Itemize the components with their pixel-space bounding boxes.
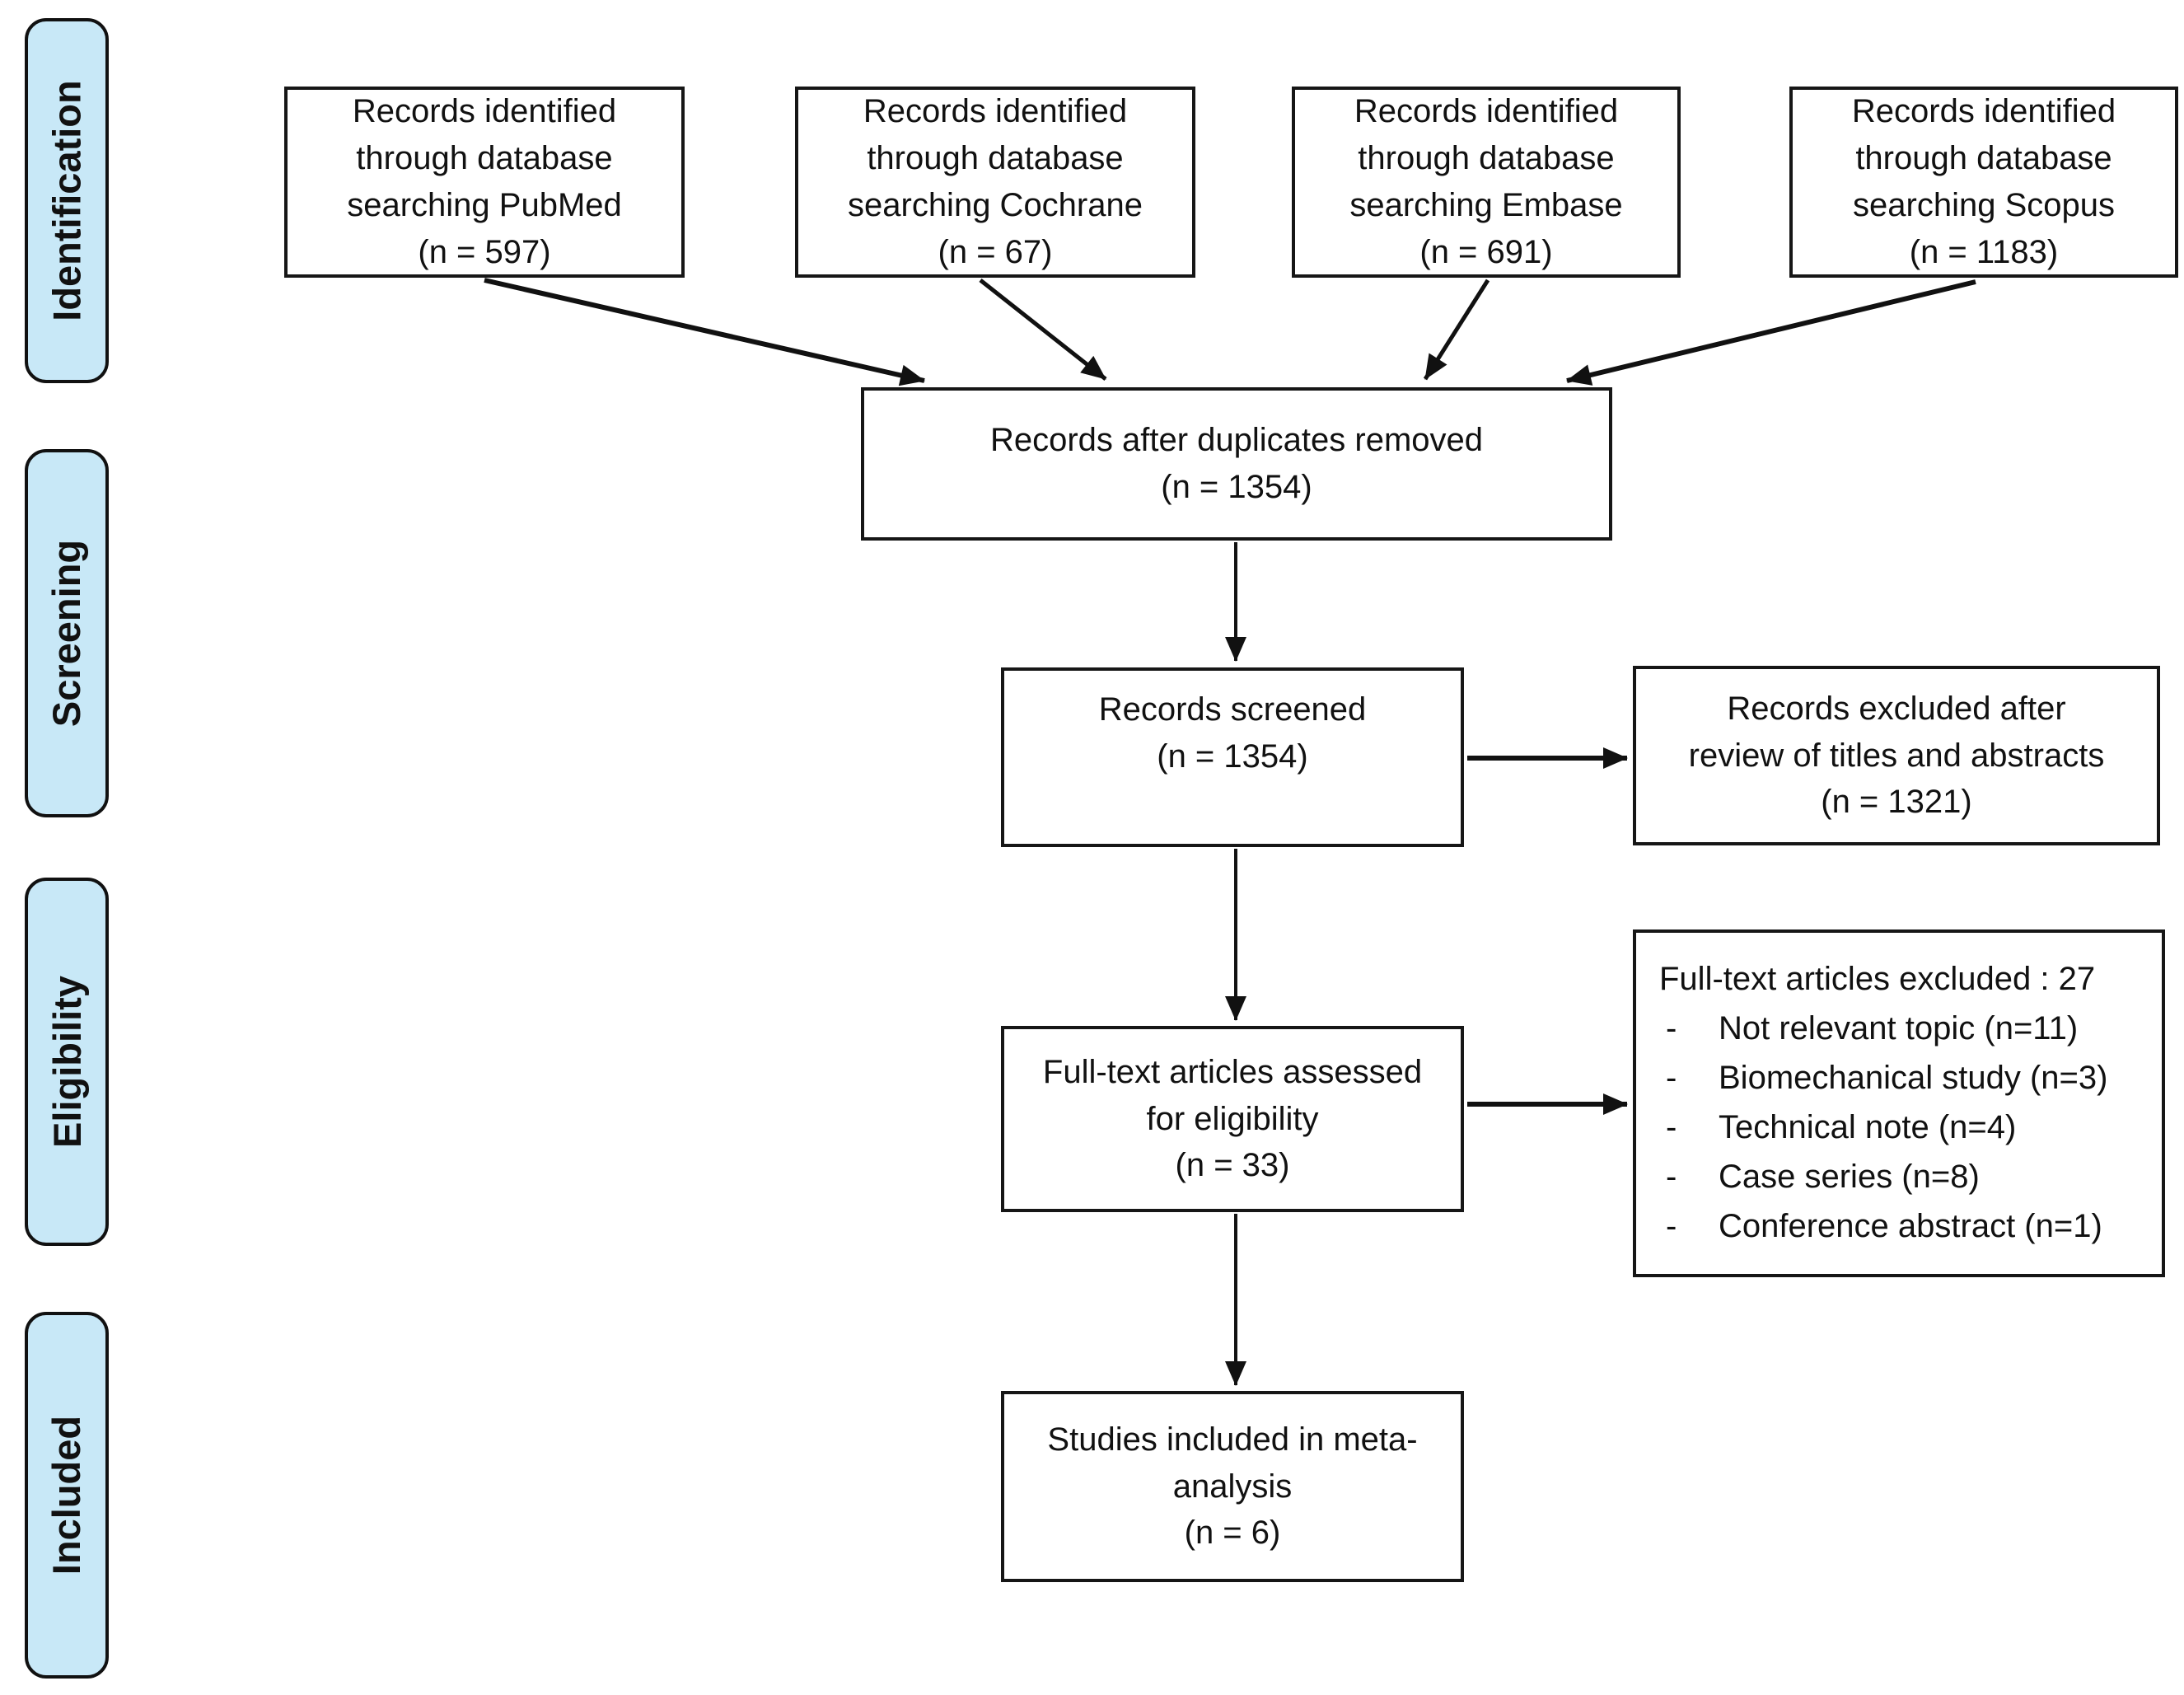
stage-label-identification: Identification xyxy=(44,80,89,321)
bullet-dash: - xyxy=(1666,1208,1677,1244)
source-box-scopus: Records identified through database sear… xyxy=(1789,87,2178,278)
fulltext-excluded-item: - Not relevant topic (n=11) xyxy=(1659,1004,2149,1053)
stage-pill-screening: Screening xyxy=(25,449,109,817)
fulltext-excluded-heading: Full-text articles excluded : 27 xyxy=(1659,961,2096,997)
fulltext-assessed-box: Full-text articles assessed for eligibil… xyxy=(1001,1026,1464,1212)
fulltext-excluded-item: - Biomechanical study (n=3) xyxy=(1659,1053,2149,1103)
fulltext-excluded-item-text: Case series (n=8) xyxy=(1719,1159,1980,1195)
arrow-embase-to-duplicates xyxy=(1423,279,1490,381)
source-box-pubmed: Records identified through database sear… xyxy=(284,87,685,278)
arrow-scopus-to-duplicates xyxy=(1566,279,1976,386)
bullet-dash: - xyxy=(1666,1060,1677,1096)
fulltext-excluded-item: - Case series (n=8) xyxy=(1659,1152,2149,1201)
duplicates-removed-box: Records after duplicates removed (n = 13… xyxy=(861,387,1612,541)
fulltext-excluded-item-text: Not relevant topic (n=11) xyxy=(1719,1010,2079,1046)
source-box-embase: Records identified through database sear… xyxy=(1292,87,1681,278)
bullet-dash: - xyxy=(1666,1159,1677,1195)
stage-pill-included: Included xyxy=(25,1312,109,1679)
records-screened-box: Records screened (n = 1354) xyxy=(1001,667,1464,847)
fulltext-excluded-item-text: Technical note (n=4) xyxy=(1719,1109,2017,1145)
stage-label-screening: Screening xyxy=(44,539,89,728)
stage-pill-identification: Identification xyxy=(25,18,109,383)
stage-pill-eligibility: Eligibility xyxy=(25,878,109,1246)
source-box-cochrane: Records identified through database sear… xyxy=(795,87,1195,278)
stage-label-included: Included xyxy=(44,1415,89,1576)
bullet-dash: - xyxy=(1666,1010,1677,1046)
fulltext-excluded-item-text: Biomechanical study (n=3) xyxy=(1719,1060,2108,1096)
bullet-dash: - xyxy=(1666,1109,1677,1145)
studies-included-box: Studies included in meta- analysis (n = … xyxy=(1001,1391,1464,1582)
fulltext-excluded-item: - Technical note (n=4) xyxy=(1659,1103,2149,1152)
arrow-cochrane-to-duplicates xyxy=(979,279,1107,381)
stage-label-eligibility: Eligibility xyxy=(44,976,89,1148)
fulltext-excluded-item-text: Conference abstract (n=1) xyxy=(1719,1208,2102,1244)
fulltext-excluded-item: - Conference abstract (n=1) xyxy=(1659,1201,2149,1251)
arrow-pubmed-to-duplicates xyxy=(484,278,925,386)
fulltext-excluded-box: Full-text articles excluded : 27 - Not r… xyxy=(1633,929,2165,1277)
records-excluded-box: Records excluded after review of titles … xyxy=(1633,666,2160,845)
